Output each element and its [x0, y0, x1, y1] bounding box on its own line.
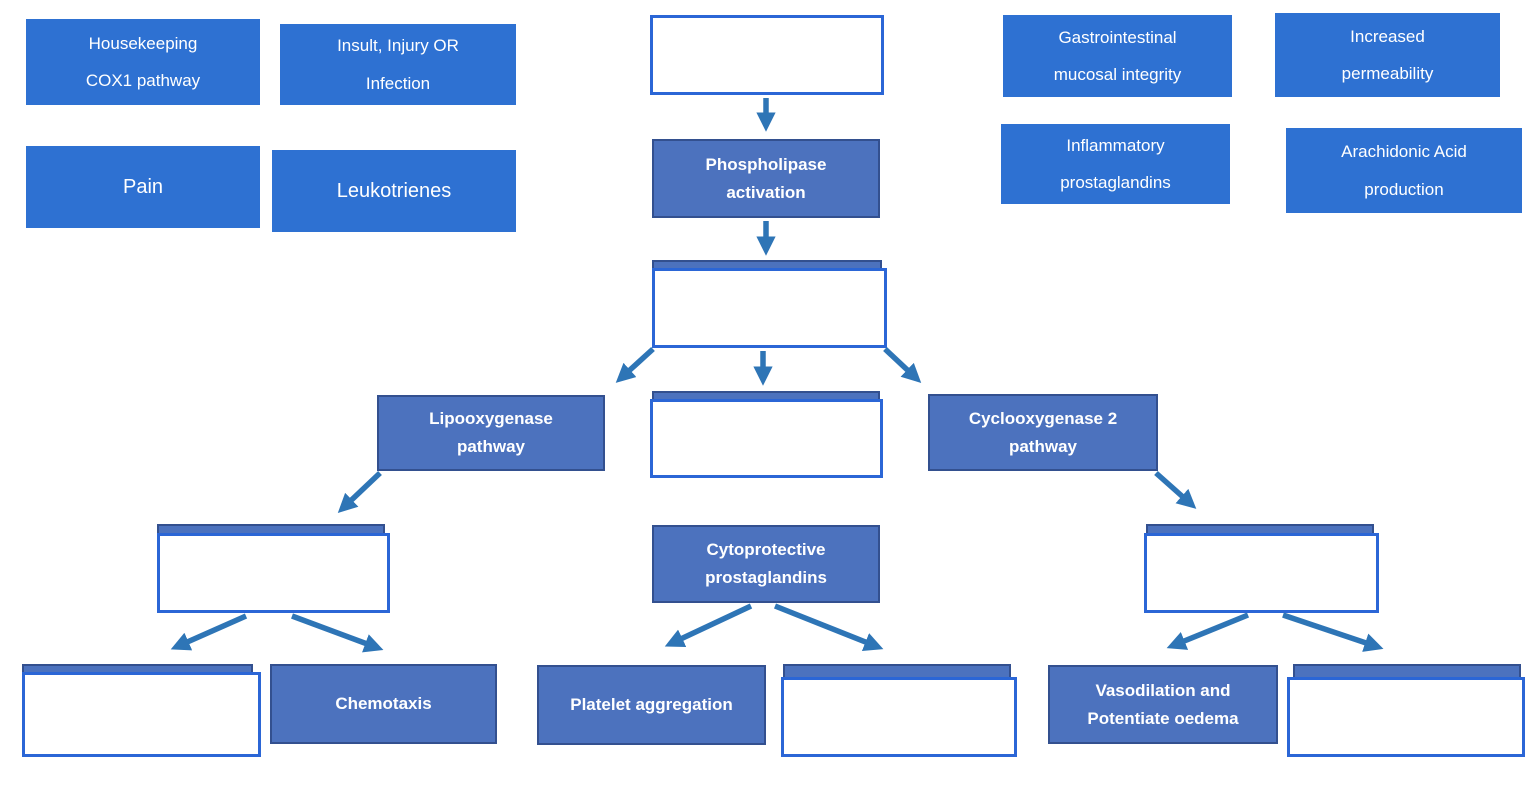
- arrow-right-slot-to-vasodilation: [1166, 612, 1250, 650]
- drop-zone-cox2-product[interactable]: [1144, 533, 1379, 613]
- arrow-left-slot-to-bottom-left-slot: [170, 613, 248, 651]
- arrow-lipooxygenase-to-product-slot: [337, 471, 382, 513]
- arrow-cyclooxygenase2-to-product-slot: [1154, 470, 1197, 509]
- arrow-left-slot-to-chemotaxis: [291, 613, 384, 653]
- drop-zone-center-pathway[interactable]: [650, 399, 883, 478]
- word-bank-item-inflammatory-prostaglandins[interactable]: Inflammatory prostaglandins: [1001, 124, 1230, 204]
- node-phospholipase-activation: Phospholipase activation: [652, 139, 880, 218]
- node-vasodilation-potentiate-oedema: Vasodilation and Potentiate oedema: [1048, 665, 1278, 744]
- node-lipooxygenase-pathway: Lipooxygenase pathway: [377, 395, 605, 471]
- drop-zone-top[interactable]: [650, 15, 884, 95]
- arrow-right-slot-to-bottom-right-slot: [1282, 612, 1384, 652]
- word-bank-item-gastrointestinal-mucosal-integrity[interactable]: Gastrointestinal mucosal integrity: [1003, 15, 1232, 97]
- node-platelet-aggregation: Platelet aggregation: [537, 665, 766, 745]
- arrow-slot-to-lipooxygenase: [615, 346, 655, 383]
- word-bank-item-insult-injury-infection[interactable]: Insult, Injury OR Infection: [280, 24, 516, 105]
- word-bank-item-housekeeping-cox1[interactable]: Housekeeping COX1 pathway: [26, 19, 260, 105]
- node-cytoprotective-prostaglandins: Cytoprotective prostaglandins: [652, 525, 880, 603]
- word-bank-item-increased-permeability[interactable]: Increased permeability: [1275, 13, 1500, 97]
- word-bank-item-arachidonic-acid-production[interactable]: Arachidonic Acid production: [1286, 128, 1522, 213]
- drop-zone-post-phospholipase[interactable]: [652, 268, 887, 348]
- arrow-slot-to-cyclooxygenase2: [883, 346, 922, 383]
- arrow-cytoprotective-to-bottom-center-slot: [773, 603, 884, 651]
- node-cyclooxygenase2-pathway: Cyclooxygenase 2 pathway: [928, 394, 1158, 471]
- drop-zone-bottom-center[interactable]: [781, 677, 1017, 757]
- drop-zone-lipooxygenase-product[interactable]: [157, 533, 390, 613]
- word-bank-item-leukotrienes[interactable]: Leukotrienes: [272, 150, 516, 232]
- arrow-cytoprotective-to-platelet: [664, 603, 753, 647]
- drop-zone-bottom-right[interactable]: [1287, 677, 1525, 757]
- word-bank-item-pain[interactable]: Pain: [26, 146, 260, 228]
- node-chemotaxis: Chemotaxis: [270, 664, 497, 744]
- drop-zone-bottom-left[interactable]: [22, 672, 261, 757]
